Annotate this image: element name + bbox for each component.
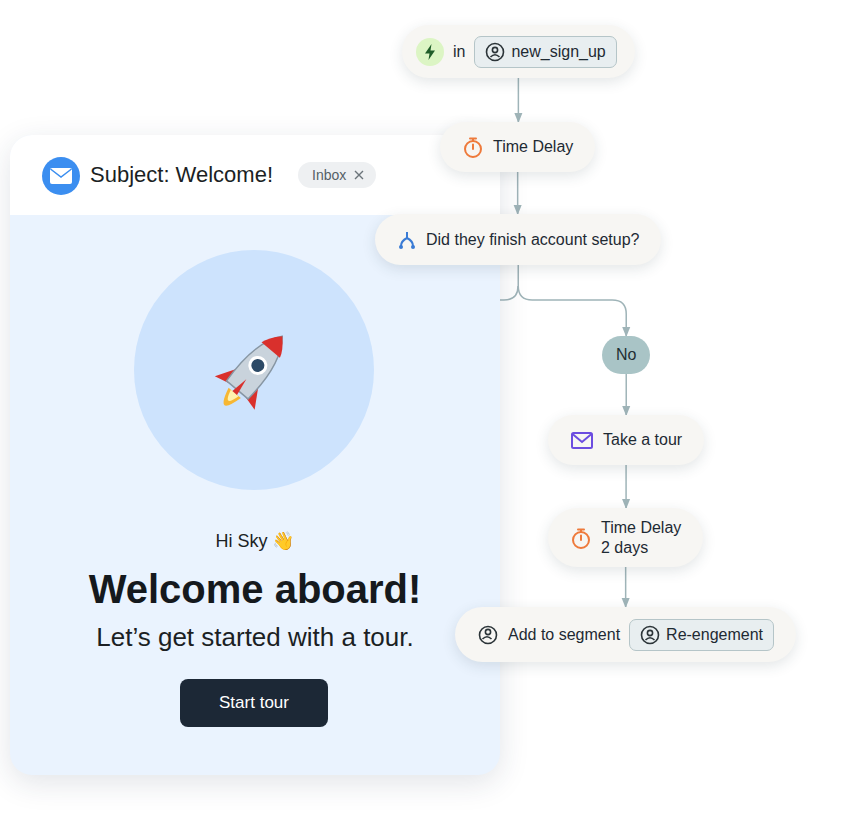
timer-icon — [462, 136, 484, 158]
trigger-label: in — [453, 42, 465, 61]
button-label: Start tour — [219, 693, 289, 713]
step-label: Did they finish account setup? — [426, 230, 639, 249]
greeting: Hi Sky 👋 — [10, 531, 500, 553]
chip-label: Inbox — [312, 167, 346, 184]
segment-chip: new_sign_up — [474, 36, 616, 68]
segment-node: Add to segment Re-engement — [455, 607, 796, 662]
step-label: Time Delay — [493, 137, 573, 156]
chip-label: Re-engement — [666, 625, 763, 644]
headline: Welcome aboard! — [10, 565, 500, 613]
decision-node: Did they finish account setup? — [375, 214, 661, 265]
segment-icon — [477, 624, 499, 646]
start-button: Start tour — [180, 679, 328, 727]
branch-label: No — [602, 336, 650, 374]
flow-connector — [625, 465, 627, 508]
segment-icon — [640, 625, 660, 645]
flow-connector — [518, 265, 626, 336]
step-label: Time Delay — [601, 518, 681, 537]
timer-icon — [570, 527, 592, 549]
delay-text: Time Delay2 days — [601, 518, 681, 556]
delay-value: 2 days — [601, 538, 681, 557]
segment-icon — [485, 42, 505, 62]
branch-icon — [397, 229, 417, 250]
branch-text: No — [616, 345, 636, 364]
chip-label: new_sign_up — [511, 42, 605, 61]
inbox-chip: Inbox — [298, 162, 376, 188]
step-label: Take a tour — [603, 430, 682, 449]
step-label: Add to segment — [508, 625, 620, 644]
trigger-node: in new_sign_up — [402, 25, 635, 78]
flow-connector — [625, 374, 627, 415]
segment-chip: Re-engement — [629, 619, 774, 651]
delay-node: Time Delay2 days — [548, 508, 703, 567]
flow-connector — [517, 172, 519, 214]
flow-connector — [625, 567, 627, 607]
delay-node: Time Delay — [440, 122, 595, 172]
mail-icon — [570, 429, 594, 451]
trigger-icon — [416, 38, 444, 66]
subheadline: Let’s get started with a tour. — [10, 622, 500, 653]
flow-connector — [518, 78, 520, 122]
close-icon — [354, 170, 364, 180]
email-subject: Subject: Welcome! — [90, 162, 273, 188]
email-node: Take a tour — [548, 415, 704, 465]
